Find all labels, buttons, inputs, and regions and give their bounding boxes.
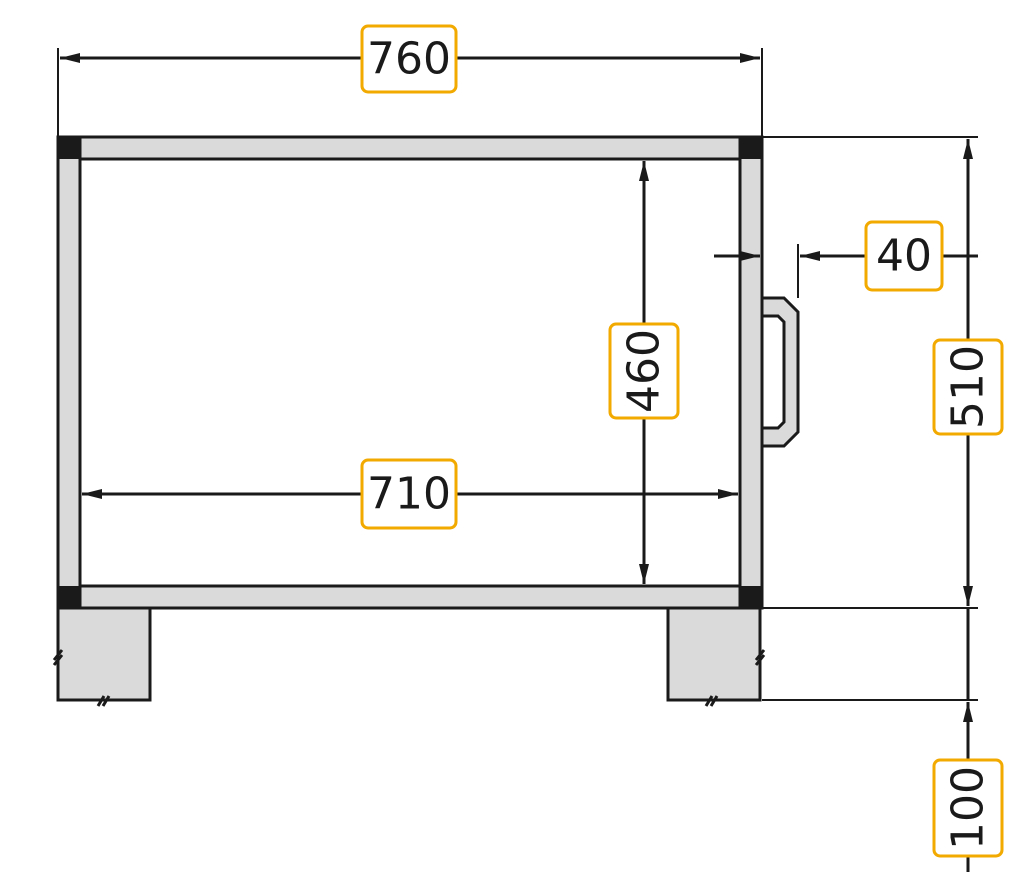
corner-top-left: [58, 137, 80, 159]
label-710: 710: [367, 469, 451, 520]
frame-top-rail: [56, 135, 764, 161]
break-marks: [52, 649, 766, 707]
label-460: 460: [619, 329, 670, 413]
extension-lines: [57, 48, 978, 701]
label-box-760: [360, 24, 458, 94]
left-leg: [56, 606, 152, 702]
label-100: 100: [943, 766, 994, 850]
right-leg: [666, 606, 762, 702]
label-510: 510: [943, 345, 994, 429]
frame-bottom-rail: [56, 584, 764, 610]
label-box-460: [608, 322, 680, 420]
frame-right-post: [738, 135, 764, 610]
corner-top-right: [740, 137, 762, 159]
label-40: 40: [876, 231, 932, 282]
label-box-710: [360, 458, 458, 530]
label-box-100: [932, 758, 1004, 858]
label-760: 760: [367, 34, 451, 85]
corner-bottom-left: [58, 586, 80, 608]
frame-left-post: [56, 135, 82, 610]
label-box-40: [864, 220, 944, 292]
label-box-510: [932, 338, 1004, 436]
corner-bottom-right: [740, 586, 762, 608]
handle: [760, 296, 800, 448]
